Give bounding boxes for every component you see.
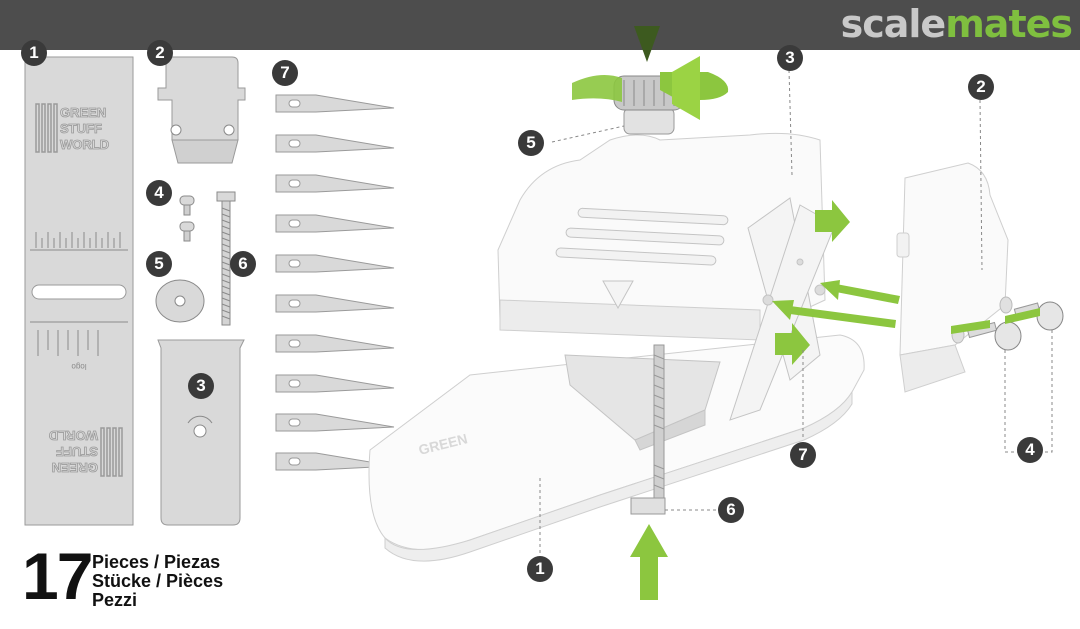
leader-lines	[539, 69, 1053, 555]
label-part-4: 4	[146, 180, 172, 206]
label-part-1: 1	[21, 40, 47, 66]
label-assembly-7: 7	[790, 442, 816, 468]
assembly-channel	[564, 354, 721, 451]
label-assembly-2: 2	[968, 74, 994, 100]
label-assembly-6: 6	[718, 497, 744, 523]
label-assembly-5: 5	[518, 130, 544, 156]
part-2-clamp-plate	[157, 56, 246, 164]
label-part-2: 2	[147, 40, 173, 66]
brand-part-scale: scale	[840, 2, 947, 46]
pieces-line-2: Stücke / Pièces	[92, 571, 224, 591]
brand-part-mates: mates	[945, 2, 1073, 46]
pieces-line-3: Pezzi	[92, 590, 138, 610]
ruler-logo-line-1-inverted: GREEN	[52, 460, 98, 475]
label-part-5: 5	[146, 251, 172, 277]
brand-logo: scalemates	[840, 2, 1073, 46]
assembly-threaded-rod	[630, 344, 666, 515]
assembly-clamp-plate	[896, 162, 1013, 393]
ruler-logo-line-3: WORLD	[60, 137, 109, 152]
label-assembly-3: 3	[777, 45, 803, 71]
pieces-line-1: Pieces / Piezas	[92, 552, 221, 572]
part-1-ruler: GREEN STUFF WORLD GREEN STUFF WORLD logo	[24, 56, 134, 526]
ruler-logo-line-1: GREEN	[60, 105, 106, 120]
part-5-knob	[155, 279, 205, 323]
part-7-blades	[275, 94, 395, 471]
label-part-7: 7	[272, 60, 298, 86]
assembly-crossed-blades	[729, 197, 836, 421]
ruler-logo-line-2: STUFF	[60, 121, 102, 136]
label-part-3: 3	[188, 373, 214, 399]
label-assembly-1: 1	[527, 556, 553, 582]
ruler-logo-line-3-inverted: WORLD	[49, 428, 98, 443]
label-assembly-4: 4	[1017, 437, 1043, 463]
pieces-caption: Pieces / Piezas Stücke / Pièces Pezzi	[92, 553, 223, 610]
header-bar: scalemates	[0, 0, 1080, 50]
ruler-logo-line-2-inverted: STUFF	[56, 444, 98, 459]
pieces-count: 17	[22, 539, 93, 613]
label-part-6: 6	[230, 251, 256, 277]
part-4-screws	[179, 195, 195, 242]
green-arrows	[572, 26, 1040, 600]
part-3-holder	[157, 339, 245, 526]
assembly-main-body	[497, 132, 826, 341]
ruler-small-text: logo	[71, 362, 87, 371]
